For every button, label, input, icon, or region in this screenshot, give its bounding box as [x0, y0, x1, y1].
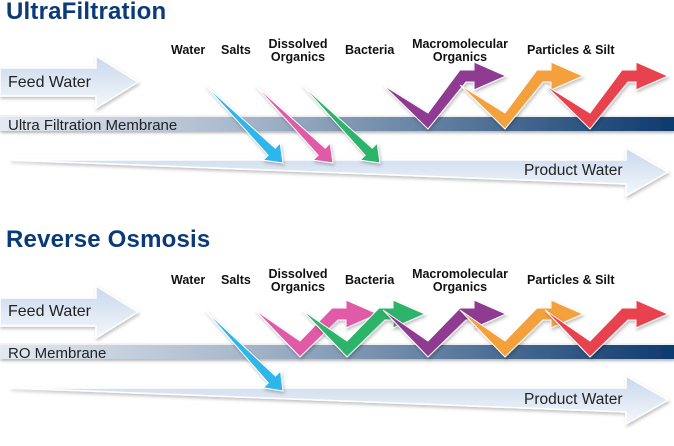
label-water: Water	[171, 273, 206, 287]
arrow-salts	[254, 84, 334, 164]
arrow-bacteria	[382, 299, 508, 358]
label-particles-silt: Particles & Silt	[527, 43, 615, 57]
arrow-bacteria	[382, 61, 508, 130]
label-particles-silt: Particles & Silt	[527, 273, 615, 287]
feed-water-arrow	[0, 284, 140, 340]
reverse-osmosis-section: Reverse Osmosis Water Salts Dissolved Or…	[0, 226, 674, 446]
label-dissolved-organics: Dissolved Organics	[268, 37, 328, 64]
arrow-particles-and-silt	[544, 299, 670, 358]
feed-water-arrow	[0, 54, 140, 110]
arrow-macromolecular-organics	[459, 299, 585, 358]
product-water-arrow	[9, 146, 670, 198]
label-macromolecular-organics: Macromolecular Organics	[412, 37, 508, 64]
reverse-osmosis-diagram	[0, 284, 674, 426]
label-dissolved-organics: Dissolved Organics	[268, 267, 328, 294]
ultrafiltration-section: UltraFiltration Water Salts Dissolved Or…	[0, 0, 674, 218]
section-title: Reverse Osmosis	[6, 226, 211, 253]
label-salts: Salts	[221, 273, 251, 287]
ultrafiltration-diagram	[0, 54, 674, 198]
product-water-arrow	[9, 374, 670, 426]
arrow-dissolved-organics	[301, 84, 381, 164]
label-bacteria: Bacteria	[345, 273, 395, 287]
product-water-label: Product Water	[524, 162, 623, 179]
arrow-water	[204, 84, 284, 164]
product-water-label: Product Water	[524, 391, 623, 408]
section-title: UltraFiltration	[6, 0, 167, 25]
arrow-particles-and-silt	[544, 61, 670, 130]
arrow-water	[204, 309, 284, 392]
arrow-dissolved-organics	[301, 299, 427, 358]
label-water: Water	[171, 43, 206, 57]
arrow-macromolecular-organics	[459, 61, 585, 130]
feed-water-label: Feed Water	[8, 74, 91, 91]
label-macromolecular-organics: Macromolecular Organics	[412, 267, 508, 294]
label-salts: Salts	[221, 43, 251, 57]
membrane-label: Ultra Filtration Membrane	[8, 117, 178, 134]
feed-water-label: Feed Water	[8, 303, 91, 320]
membrane-label: RO Membrane	[8, 345, 107, 362]
label-bacteria: Bacteria	[345, 43, 395, 57]
